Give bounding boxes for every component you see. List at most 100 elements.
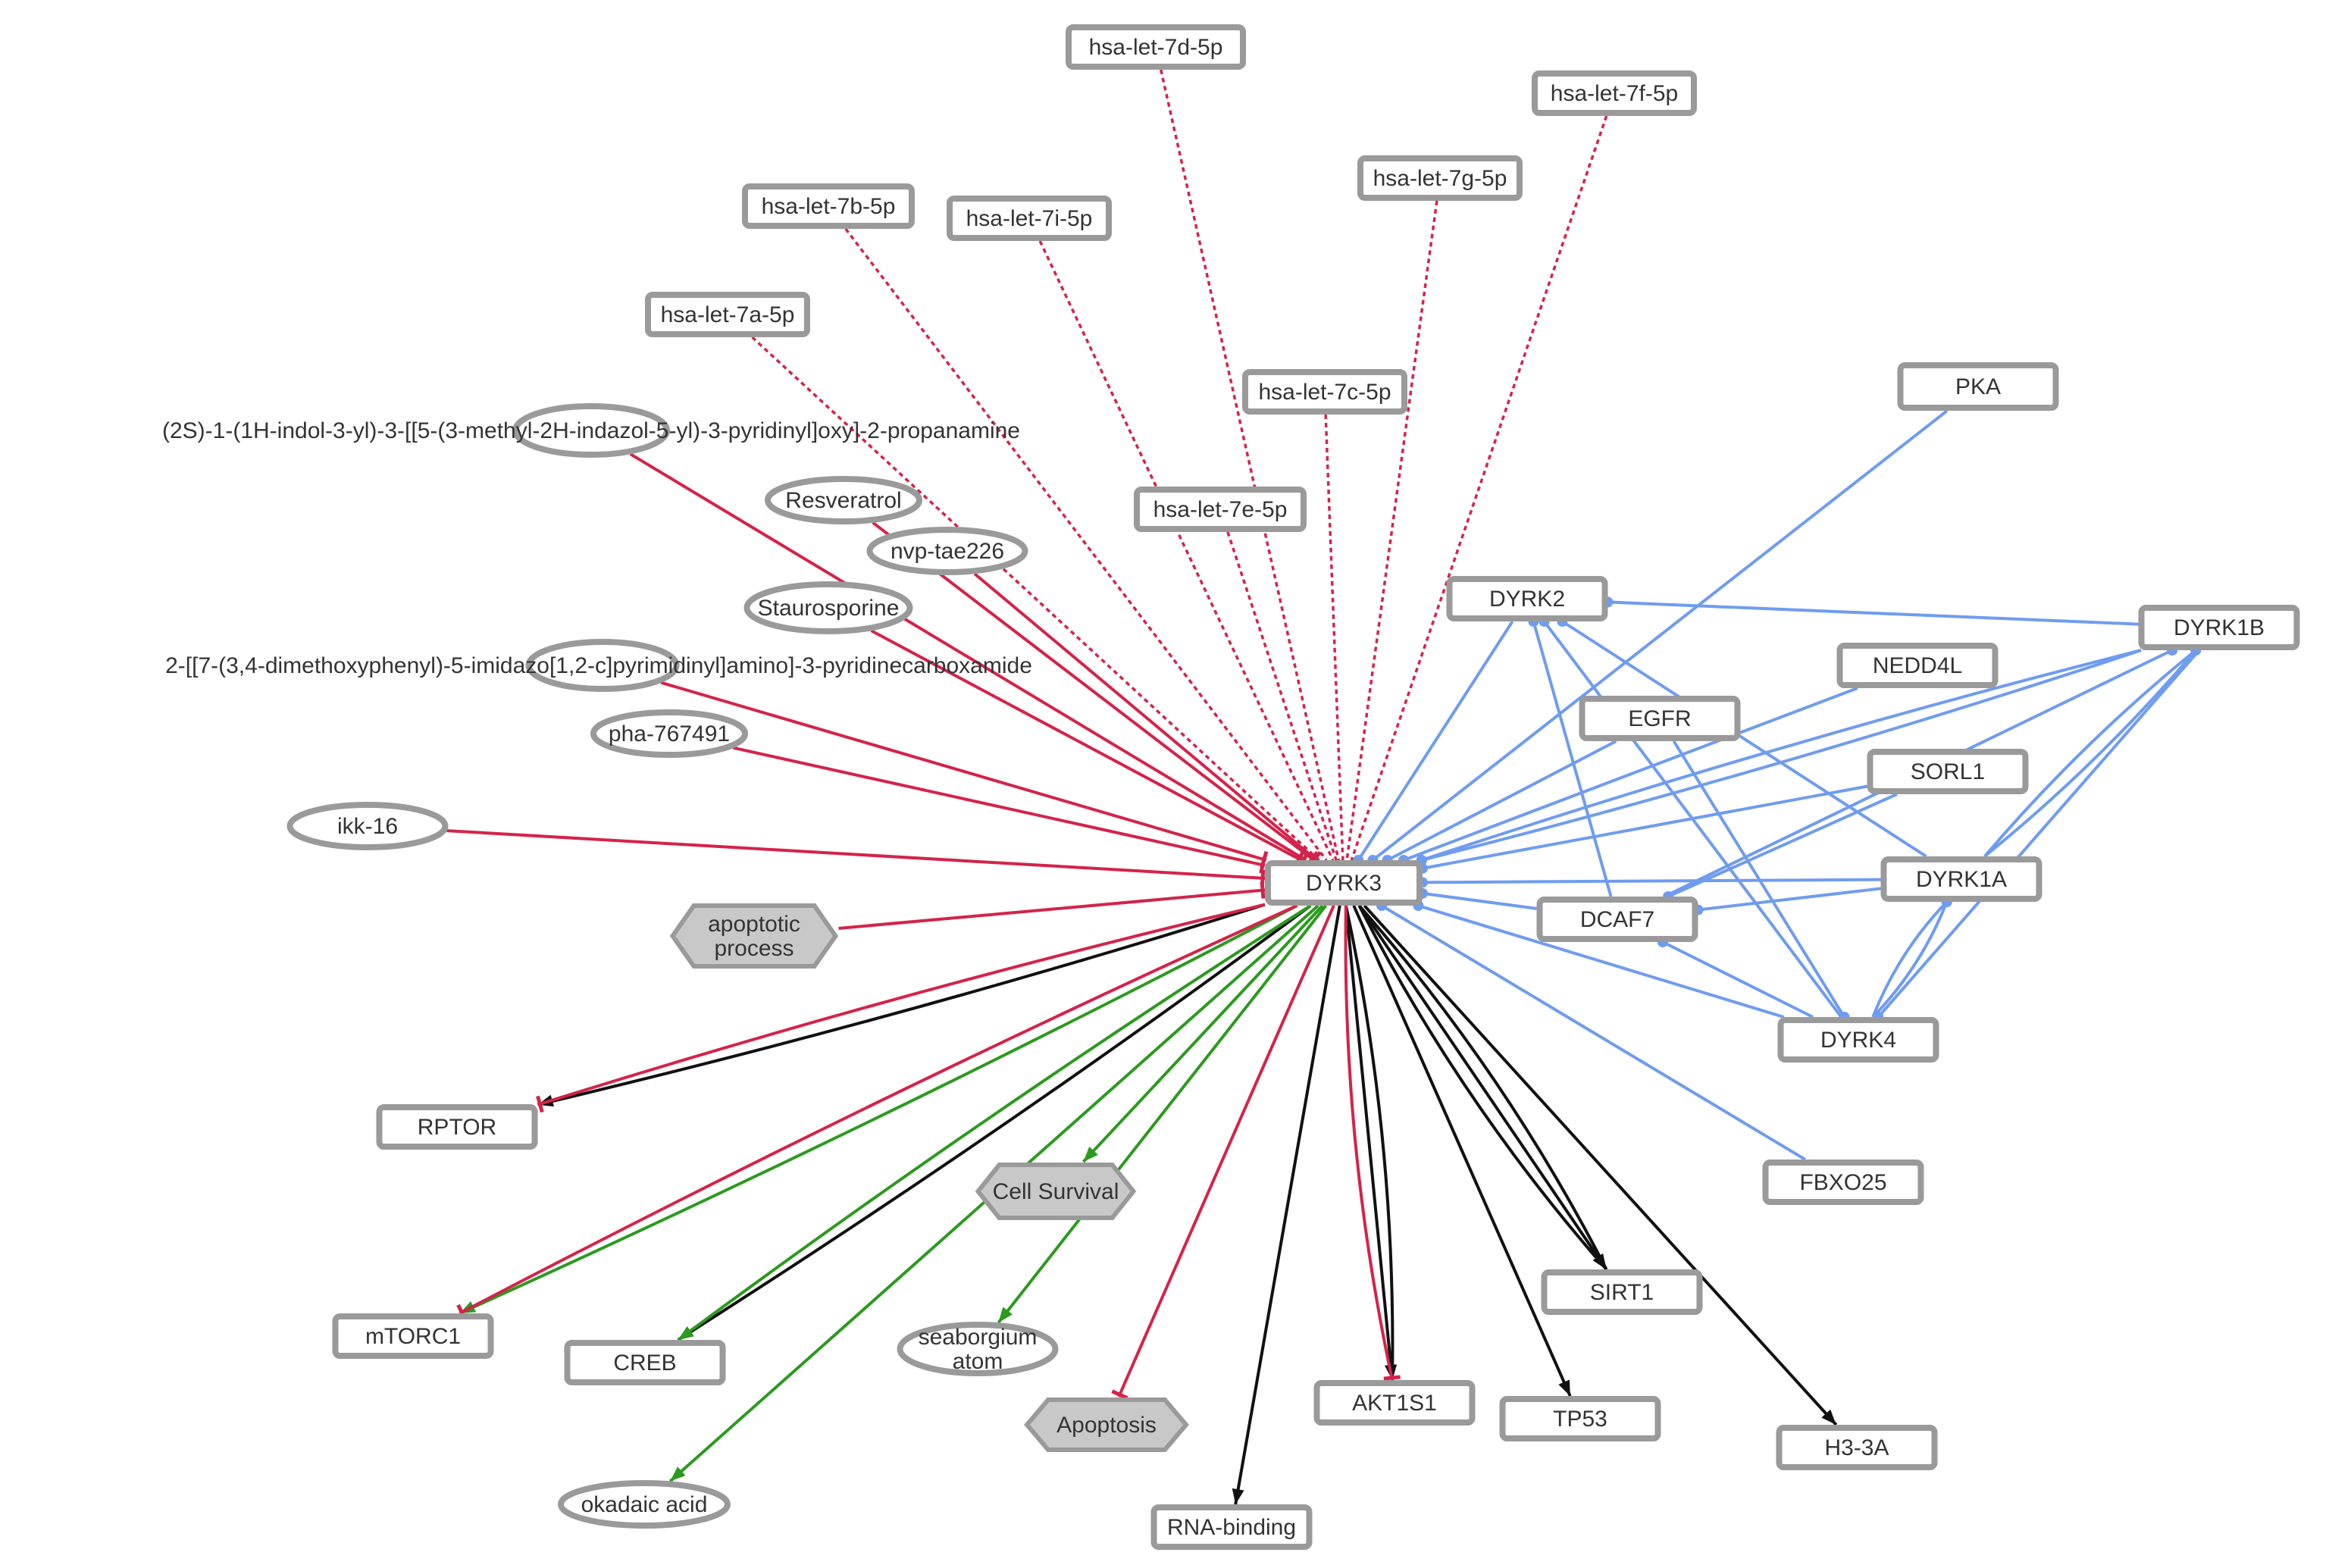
node-pka[interactable]: PKA bbox=[1897, 362, 2059, 411]
node-let7a[interactable]: hsa-let-7a-5p bbox=[645, 292, 810, 337]
edge-line bbox=[1357, 904, 1608, 1271]
node-box bbox=[1897, 362, 2059, 411]
node-label: (2S)-1-(1H-indol-3-yl)-3-[[5-(3-methyl-2… bbox=[162, 418, 1020, 443]
node-box bbox=[1150, 1504, 1313, 1550]
edge-line bbox=[1234, 905, 1341, 1505]
edge-sorl1-dcaf7 bbox=[1663, 793, 1898, 902]
node-box bbox=[742, 183, 915, 229]
node-let7i[interactable]: hsa-let-7i-5p bbox=[947, 196, 1112, 241]
node-label: Resveratrol bbox=[785, 488, 901, 513]
edge-dyrk1b-dyrk4 bbox=[1873, 649, 2201, 1022]
node-box bbox=[564, 1340, 726, 1385]
node-dyrk1a[interactable]: DYRK1A bbox=[1880, 856, 2042, 902]
node-ikk16[interactable]: ikk-16 bbox=[286, 802, 449, 850]
node-nvp[interactable]: nvp-tae226 bbox=[866, 527, 1028, 575]
node-label: hsa-let-7b-5p bbox=[762, 194, 896, 219]
edge-line bbox=[1357, 905, 1608, 1271]
node-let7g[interactable]: hsa-let-7g-5p bbox=[1357, 155, 1523, 201]
node-okadaic[interactable]: okadaic acid bbox=[558, 1480, 731, 1529]
edge-dyrk3-rptor bbox=[536, 903, 1266, 1113]
node-label: NEDD4L bbox=[1873, 653, 1962, 678]
edge-line bbox=[751, 336, 1320, 862]
node-label: Cell Survival bbox=[993, 1179, 1119, 1204]
node-indol[interactable]: (2S)-1-(1H-indol-3-yl)-3-[[5-(3-methyl-2… bbox=[162, 403, 1020, 458]
node-nedd4l[interactable]: NEDD4L bbox=[1836, 643, 1999, 688]
node-ellipse bbox=[897, 1322, 1059, 1376]
node-creb[interactable]: CREB bbox=[564, 1340, 726, 1385]
node-dcaf7[interactable]: DCAF7 bbox=[1536, 897, 1698, 942]
edge-line bbox=[459, 904, 1298, 1315]
node-label: ikk-16 bbox=[337, 814, 398, 839]
node-label: TP53 bbox=[1553, 1407, 1607, 1432]
node-let7e[interactable]: hsa-let-7e-5p bbox=[1134, 487, 1307, 532]
node-stauro[interactable]: Staurosporine bbox=[743, 581, 913, 634]
edge-line bbox=[1698, 887, 1881, 912]
node-rptor[interactable]: RPTOR bbox=[376, 1104, 538, 1150]
edge-line bbox=[1871, 901, 1949, 1019]
edge-line bbox=[1561, 620, 1927, 858]
node-label: hsa-let-7d-5p bbox=[1089, 35, 1223, 60]
node-mtorc1[interactable]: mTORC1 bbox=[332, 1313, 494, 1359]
edge-line bbox=[459, 904, 1298, 1315]
node-label: DYRK2 bbox=[1489, 587, 1565, 612]
edge-arrowhead bbox=[1592, 1253, 1607, 1269]
edge-arrowhead bbox=[998, 1307, 1013, 1323]
edge-dyrk3-creb bbox=[677, 904, 1312, 1341]
edge-line bbox=[1607, 600, 2139, 626]
node-ellipse bbox=[590, 709, 748, 758]
node-dyrk4[interactable]: DYRK4 bbox=[1777, 1017, 1939, 1063]
label-line: apoptotic bbox=[708, 912, 800, 937]
node-box bbox=[1532, 70, 1697, 116]
node-label: RNA-binding bbox=[1167, 1515, 1296, 1540]
edge-line bbox=[1672, 740, 1846, 1019]
node-label: PKA bbox=[1955, 374, 2001, 399]
edge-dyrk3-sirt1 bbox=[1357, 905, 1608, 1271]
node-rnab[interactable]: RNA-binding bbox=[1150, 1504, 1313, 1550]
node-let7b[interactable]: hsa-let-7b-5p bbox=[742, 183, 915, 229]
node-cellsurv[interactable]: Cell Survival bbox=[975, 1163, 1137, 1220]
edge-let7f-dyrk3 bbox=[1350, 115, 1608, 861]
node-h33a[interactable]: H3-3A bbox=[1776, 1425, 1938, 1470]
edge-dyrk3-rnab bbox=[1232, 905, 1341, 1505]
node-dyrk2[interactable]: DYRK2 bbox=[1446, 576, 1608, 621]
edge-line bbox=[1350, 115, 1608, 861]
edge-line bbox=[872, 521, 1316, 862]
edge-let7a-dyrk3 bbox=[751, 336, 1320, 862]
node-box bbox=[376, 1104, 538, 1150]
node-tp53[interactable]: TP53 bbox=[1499, 1396, 1661, 1441]
edge-arrowhead bbox=[1083, 1146, 1098, 1162]
node-let7f[interactable]: hsa-let-7f-5p bbox=[1532, 70, 1697, 116]
node-apoptosis[interactable]: Apoptosis bbox=[1024, 1397, 1189, 1452]
edge-let7e-dyrk3 bbox=[1226, 531, 1338, 861]
node-box bbox=[2138, 605, 2300, 650]
node-akt1s1[interactable]: AKT1S1 bbox=[1313, 1380, 1476, 1426]
node-sorl1[interactable]: SORL1 bbox=[1867, 749, 2029, 794]
node-let7d[interactable]: hsa-let-7d-5p bbox=[1066, 24, 1246, 70]
edge-line bbox=[838, 888, 1266, 930]
node-fbxo25[interactable]: FBXO25 bbox=[1762, 1160, 1924, 1205]
node-egfr[interactable]: EGFR bbox=[1579, 696, 1741, 741]
node-label: Staurosporine bbox=[758, 596, 900, 621]
node-label: DYRK3 bbox=[1306, 871, 1382, 896]
node-pha[interactable]: pha-767491 bbox=[590, 709, 748, 758]
edge-line bbox=[973, 572, 1318, 862]
node-dyrk1b[interactable]: DYRK1B bbox=[2138, 605, 2300, 650]
node-let7c[interactable]: hsa-let-7c-5p bbox=[1242, 369, 1407, 415]
edge-line bbox=[1381, 904, 1806, 1161]
edge-dyrk3-cellsurv bbox=[1081, 904, 1324, 1163]
node-dyrk3[interactable]: DYRK3 bbox=[1265, 860, 1423, 906]
label-line: process bbox=[714, 936, 794, 961]
node-resv[interactable]: Resveratrol bbox=[765, 476, 922, 524]
edge-apopproc-dyrk3 bbox=[838, 881, 1266, 930]
edge-dyrk3-akt1s1 bbox=[1344, 905, 1398, 1381]
node-sirt1[interactable]: SIRT1 bbox=[1541, 1269, 1703, 1315]
node-imidazo[interactable]: 2-[[7-(3,4-dimethoxyphenyl)-5-imidazo[1,… bbox=[165, 639, 1032, 692]
label-line: seaborgium bbox=[919, 1325, 1038, 1350]
edge-dyrk3-seab bbox=[997, 904, 1328, 1324]
edge-line bbox=[1422, 878, 1881, 884]
edge-let7d-dyrk3 bbox=[1160, 69, 1340, 861]
edge-line bbox=[1422, 891, 1537, 910]
